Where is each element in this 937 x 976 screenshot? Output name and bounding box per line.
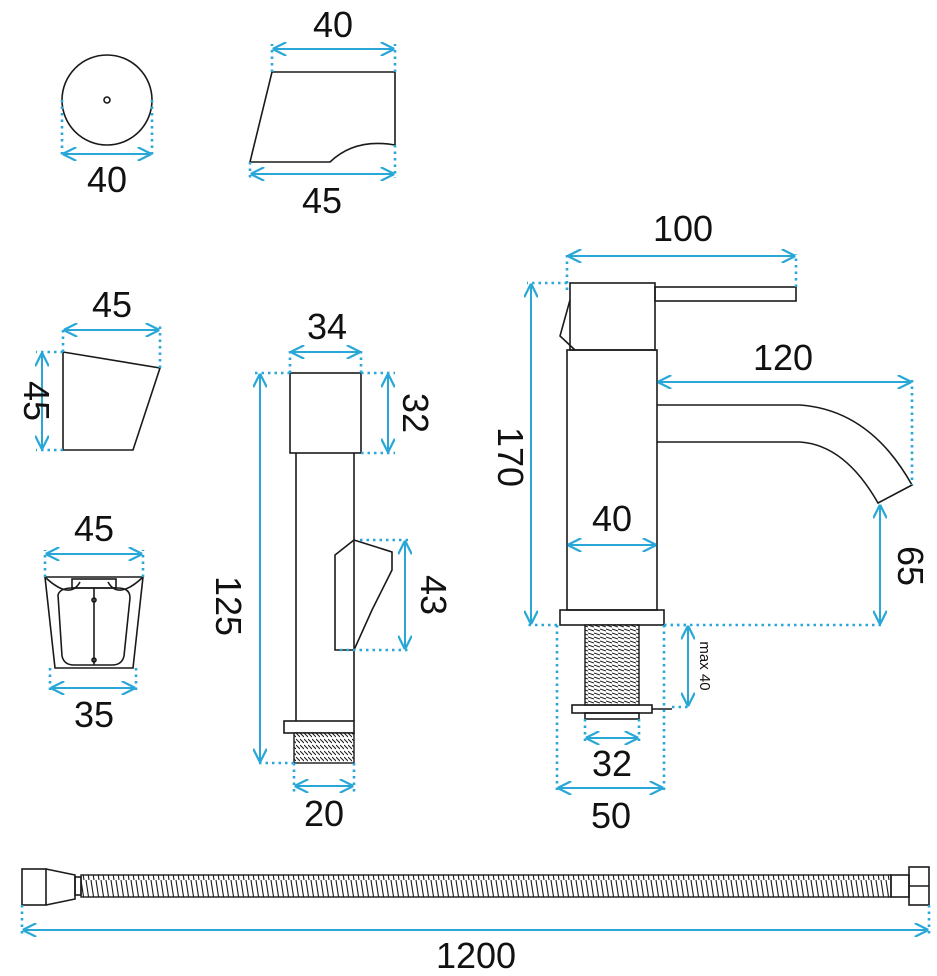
dim-mixer-shank-thread: 32 — [592, 743, 632, 784]
dim-lever-bottom-width: 45 — [302, 180, 342, 221]
dim-round-knob-width: 40 — [87, 159, 127, 200]
lever-handle-view: 40 45 — [248, 4, 397, 221]
holder-side-view: 45 45 — [16, 284, 162, 452]
dim-mixer-handle-reach: 100 — [653, 208, 713, 249]
dim-mixer-height: 170 — [490, 427, 531, 487]
dim-holder-side-height: 45 — [16, 381, 57, 421]
dim-lever-top-width: 40 — [313, 4, 353, 45]
holder-front-view: 45 35 — [43, 508, 145, 735]
dim-mixer-body-width: 40 — [592, 498, 632, 539]
hand-sprayer-view: 34 32 125 43 20 — [208, 306, 454, 834]
dim-sprayer-thread: 20 — [304, 793, 344, 834]
dim-sprayer-head-height: 32 — [395, 393, 436, 433]
flexible-hose-view: 1200 — [20, 866, 931, 976]
dim-sprayer-trigger-height: 43 — [413, 575, 454, 615]
dim-sprayer-length: 125 — [208, 576, 249, 636]
dim-holder-front-bottom: 35 — [74, 694, 114, 735]
dim-mixer-spout-height: 65 — [890, 546, 931, 586]
dim-mixer-spout-reach: 120 — [753, 337, 813, 378]
dim-mixer-shank-note: max 40 — [696, 641, 713, 690]
basin-mixer-view: 100 170 120 40 65 max 40 32 50 — [490, 208, 931, 836]
dim-hose-length: 1200 — [436, 935, 516, 976]
round-knob-top-view: 40 — [60, 54, 154, 200]
dim-mixer-base-width: 50 — [591, 795, 631, 836]
dim-holder-side-width: 45 — [92, 284, 132, 325]
dim-sprayer-head-width: 34 — [307, 306, 347, 347]
dim-holder-front-top: 45 — [74, 508, 114, 549]
